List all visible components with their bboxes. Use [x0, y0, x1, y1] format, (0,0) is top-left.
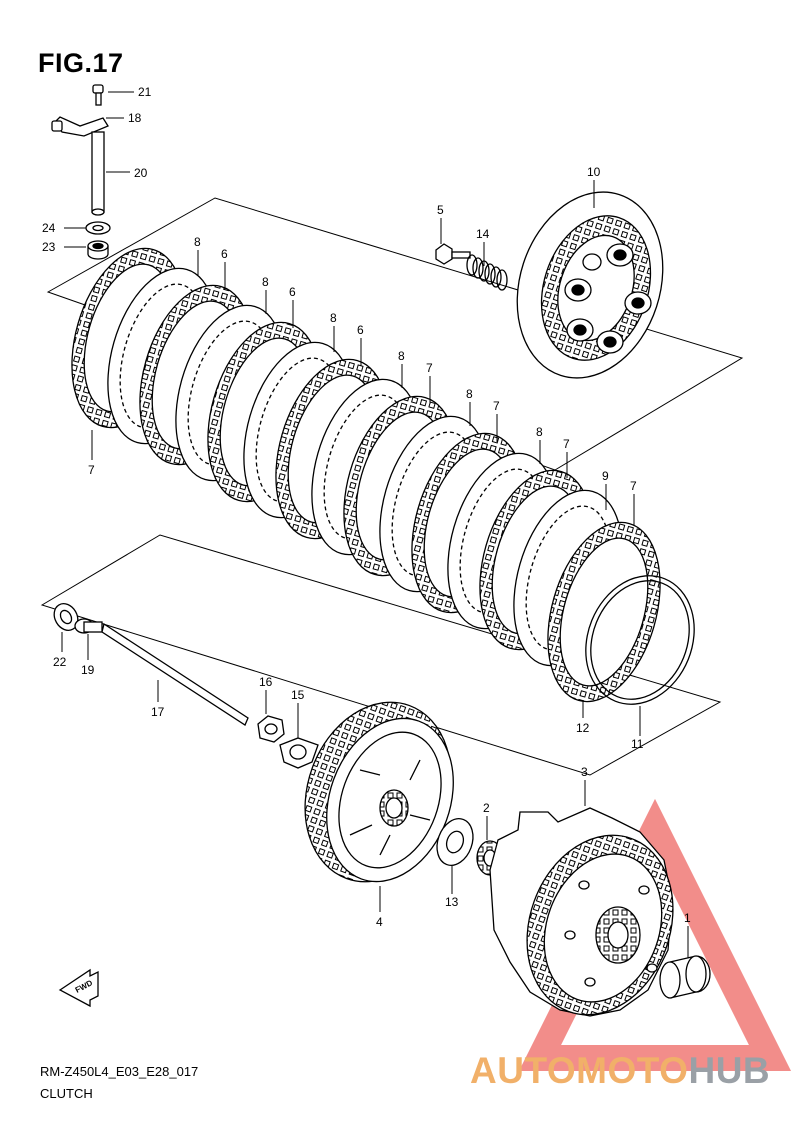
callout-6-c: 6	[357, 323, 364, 337]
callout-16: 16	[259, 675, 273, 689]
callout-1: 1	[684, 911, 691, 925]
clutch-plate-stack	[71, 247, 661, 703]
callout-4: 4	[376, 915, 383, 929]
callout-5: 5	[437, 203, 444, 217]
callout-7-a: 7	[88, 463, 95, 477]
clutch-housing	[489, 807, 674, 1017]
callout-20: 20	[134, 166, 148, 180]
callout-17: 17	[151, 705, 165, 719]
watermark-brand-part-a: AUTOMOTO	[470, 1050, 689, 1091]
callout-8-c: 8	[330, 311, 337, 325]
callout-2: 2	[483, 801, 490, 815]
callout-24: 24	[42, 221, 56, 235]
leader-lines	[61, 91, 689, 958]
callout-6-b: 6	[289, 285, 296, 299]
callout-9: 9	[602, 469, 609, 483]
callout-numbers: 21 18 20 24 23 5 14 10 7 8 6 8 6 8 6 8 7…	[42, 85, 691, 929]
callout-13: 13	[445, 895, 459, 909]
pressure-plate	[516, 191, 664, 379]
callout-7-d: 7	[563, 437, 570, 451]
fwd-direction-badge: FWD	[58, 968, 99, 1008]
clutch-sleeve-hub	[304, 701, 454, 883]
callout-7-c: 7	[493, 399, 500, 413]
callout-8-d: 8	[398, 349, 405, 363]
callout-7-e: 7	[630, 479, 637, 493]
pressure-bolt-and-spring	[435, 243, 508, 291]
watermark-brand-part-b: HUB	[688, 1050, 771, 1091]
callout-19: 19	[81, 663, 95, 677]
pushrod-assembly	[53, 603, 249, 726]
callout-8-b: 8	[262, 275, 269, 289]
callout-8-a: 8	[194, 235, 201, 249]
callout-18: 18	[128, 111, 142, 125]
callout-3: 3	[581, 765, 588, 779]
section-name: CLUTCH	[40, 1086, 93, 1101]
callout-6-a: 6	[221, 247, 228, 261]
wire-ring	[585, 575, 695, 705]
callout-8-e: 8	[466, 387, 473, 401]
callout-12: 12	[576, 721, 590, 735]
seal-and-bearing	[85, 221, 111, 260]
watermark-brand: AUTOMOTOHUB	[470, 1050, 770, 1092]
callout-22: 22	[53, 655, 67, 669]
model-code: RM-Z450L4_E03_E28_017	[40, 1064, 199, 1079]
callout-21: 21	[138, 85, 152, 99]
nut-and-washer	[257, 715, 319, 769]
callout-15: 15	[291, 688, 305, 702]
release-arm-assembly	[51, 84, 109, 216]
figure-title: FIG.17	[38, 48, 124, 78]
callout-11: 11	[631, 737, 644, 751]
callout-14: 14	[476, 227, 490, 241]
callout-7-b: 7	[426, 361, 433, 375]
callout-10: 10	[587, 165, 601, 179]
spacer	[659, 955, 711, 999]
callout-8-f: 8	[536, 425, 543, 439]
callout-23: 23	[42, 240, 56, 254]
